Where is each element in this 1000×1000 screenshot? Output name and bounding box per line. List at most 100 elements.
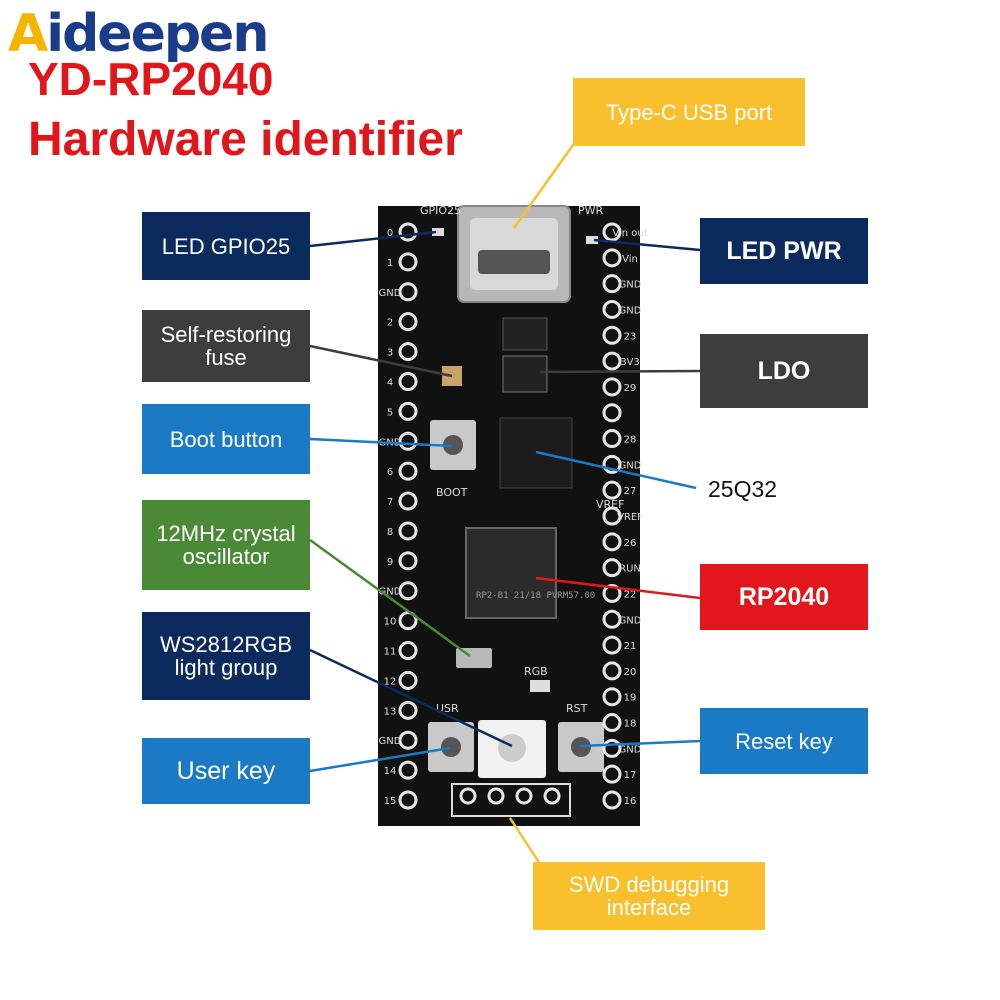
led-pwr bbox=[586, 236, 598, 244]
pin-label: 5 bbox=[387, 407, 393, 418]
leader-crystal bbox=[309, 538, 471, 658]
pin-label: 9 bbox=[387, 557, 393, 568]
pin-hole bbox=[602, 299, 622, 319]
pin-hole bbox=[602, 583, 622, 603]
leader-reset-key bbox=[579, 739, 701, 748]
pin-label: 13 bbox=[384, 706, 397, 717]
pin-hole bbox=[398, 342, 418, 362]
label-user-key: User key bbox=[142, 738, 310, 804]
silk-vref: VREF bbox=[596, 498, 624, 511]
pin-label: 14 bbox=[384, 766, 397, 777]
label-rp2040: RP2040 bbox=[700, 564, 868, 630]
pin-label: GND bbox=[379, 736, 402, 747]
pin-hole bbox=[602, 325, 622, 345]
pin-hole bbox=[398, 282, 418, 302]
swd-hole bbox=[543, 787, 561, 805]
pin-label: 27 bbox=[624, 486, 637, 497]
leader-ws2812 bbox=[309, 648, 513, 748]
pin-hole bbox=[602, 248, 622, 268]
pin-label: 16 bbox=[624, 796, 637, 807]
silk-usr: USR bbox=[436, 702, 459, 715]
pin-hole bbox=[602, 403, 622, 423]
pin-label: 6 bbox=[387, 467, 393, 478]
pin-hole bbox=[602, 222, 622, 242]
pin-label: 22 bbox=[624, 589, 637, 600]
label-type-c: Type-C USB port bbox=[573, 78, 805, 146]
pin-label: 12 bbox=[384, 676, 397, 687]
silk-pwr: PWR bbox=[578, 204, 604, 217]
pin-label: 3V3 bbox=[620, 357, 640, 368]
pin-label: 17 bbox=[624, 770, 637, 781]
pin-label: VREF bbox=[617, 512, 643, 523]
pin-hole bbox=[602, 274, 622, 294]
pin-hole bbox=[398, 641, 418, 661]
label-ldo: LDO bbox=[700, 334, 868, 408]
pin-label: GND bbox=[619, 615, 642, 626]
pin-label: GND bbox=[379, 587, 402, 598]
pin-label: 0 bbox=[387, 228, 393, 239]
pin-hole bbox=[602, 713, 622, 733]
pin-label: 23 bbox=[624, 331, 637, 342]
leader-led-gpio25 bbox=[309, 230, 437, 248]
pin-label: 1 bbox=[387, 258, 393, 269]
pin-label: 3 bbox=[387, 348, 393, 359]
swd-hole bbox=[515, 787, 533, 805]
leader-boot bbox=[309, 437, 453, 448]
pin-label: GND bbox=[619, 305, 642, 316]
pin-hole bbox=[602, 506, 622, 526]
leader-ldo bbox=[539, 369, 701, 374]
pin-label: GND bbox=[619, 460, 642, 471]
pin-hole bbox=[398, 760, 418, 780]
pin-label: Vin out bbox=[612, 228, 647, 239]
pin-hole bbox=[602, 377, 622, 397]
pin-hole bbox=[398, 611, 418, 631]
pin-label: 29 bbox=[624, 383, 637, 394]
label-swd: SWD debugging interface bbox=[533, 862, 765, 930]
pin-hole bbox=[602, 661, 622, 681]
pin-hole bbox=[398, 312, 418, 332]
leader-type-c bbox=[512, 137, 580, 229]
label-fuse: Self-restoring fuse bbox=[142, 310, 310, 382]
pin-label: 18 bbox=[624, 719, 637, 730]
swd-hole bbox=[459, 787, 477, 805]
pin-label: 15 bbox=[384, 796, 397, 807]
pin-hole bbox=[398, 790, 418, 810]
leader-fuse bbox=[309, 344, 453, 378]
swd-holes bbox=[459, 787, 561, 805]
pin-hole bbox=[398, 700, 418, 720]
pin-hole bbox=[398, 551, 418, 571]
pin-label: Vin bbox=[622, 254, 638, 265]
pin-label: 2 bbox=[387, 318, 393, 329]
pin-label: 26 bbox=[624, 538, 637, 549]
label-crystal: 12MHz crystal oscillator bbox=[142, 500, 310, 590]
pin-hole bbox=[398, 461, 418, 481]
led-gpio25 bbox=[432, 228, 444, 236]
pin-hole bbox=[398, 670, 418, 690]
pin-hole bbox=[602, 790, 622, 810]
pin-label: 28 bbox=[624, 435, 637, 446]
silk-gpio25: GPIO25 bbox=[420, 204, 461, 217]
pin-label: 11 bbox=[384, 647, 397, 658]
title-line2: Hardware identifier bbox=[28, 113, 463, 166]
silk-rst: RST bbox=[566, 702, 588, 715]
pin-hole bbox=[398, 252, 418, 272]
label-led-gpio25: LED GPIO25 bbox=[142, 212, 310, 280]
pin-hole bbox=[398, 371, 418, 391]
leader-rp2040 bbox=[535, 576, 701, 600]
pin-label: 10 bbox=[384, 617, 397, 628]
label-reset-key: Reset key bbox=[700, 708, 868, 774]
pin-hole bbox=[602, 609, 622, 629]
pin-hole bbox=[602, 558, 622, 578]
pin-label: GND bbox=[379, 288, 402, 299]
silk-boot: BOOT bbox=[436, 486, 468, 499]
swd-pads bbox=[451, 783, 571, 817]
label-led-pwr: LED PWR bbox=[700, 218, 868, 284]
logo-text: ideepen bbox=[46, 4, 269, 64]
silk-rgb: RGB bbox=[524, 665, 548, 678]
pin-label: 7 bbox=[387, 497, 393, 508]
title-line1: YD-RP2040 bbox=[28, 53, 274, 105]
pin-hole bbox=[398, 581, 418, 601]
pin-hole bbox=[602, 480, 622, 500]
